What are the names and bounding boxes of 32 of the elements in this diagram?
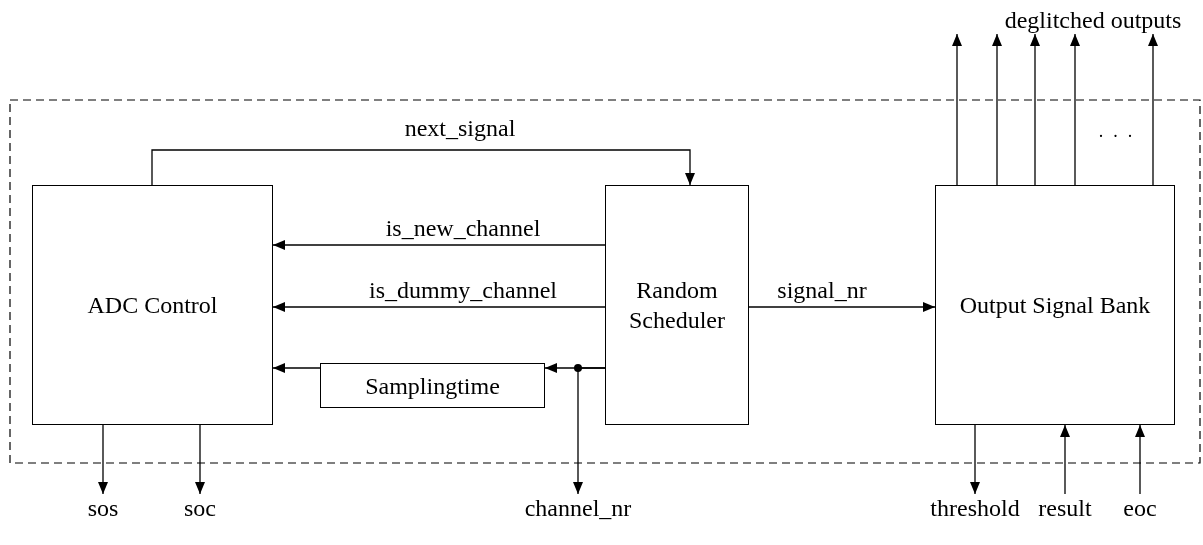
block-box: [935, 185, 1175, 425]
arrow: [1070, 33, 1080, 186]
arrow: [195, 424, 205, 495]
signal-label: channel_nr: [513, 494, 643, 522]
signal-label: eoc: [1117, 494, 1163, 522]
signal-label: result: [1030, 494, 1100, 522]
block-box: [605, 185, 749, 425]
block-label: Output Signal Bank: [959, 291, 1151, 320]
arrow: [1060, 424, 1070, 495]
arrow: [272, 363, 321, 373]
arrow: [748, 302, 936, 312]
arrow: [970, 424, 980, 495]
block-box: [32, 185, 273, 425]
signal-label: threshold: [920, 494, 1030, 522]
arrow: [952, 33, 962, 186]
arrow: [98, 424, 108, 495]
arrow: [151, 149, 695, 186]
signal-label: deglitched outputs: [988, 6, 1198, 34]
block-label: Random Scheduler: [628, 276, 726, 335]
arrow: [1135, 424, 1145, 495]
arrow: [573, 367, 606, 495]
arrow: [272, 240, 606, 250]
arrow: [1030, 33, 1040, 186]
block-label: Samplingtime: [365, 371, 500, 401]
block-label: ADC Control: [87, 291, 218, 320]
ellipsis-note: · · ·: [1098, 126, 1135, 147]
signal-label: soc: [178, 494, 222, 522]
block-box: [320, 363, 545, 408]
arrow: [272, 302, 606, 312]
arrow: [992, 33, 1002, 186]
signal-label: sos: [81, 494, 125, 522]
arrow: [1148, 33, 1158, 186]
